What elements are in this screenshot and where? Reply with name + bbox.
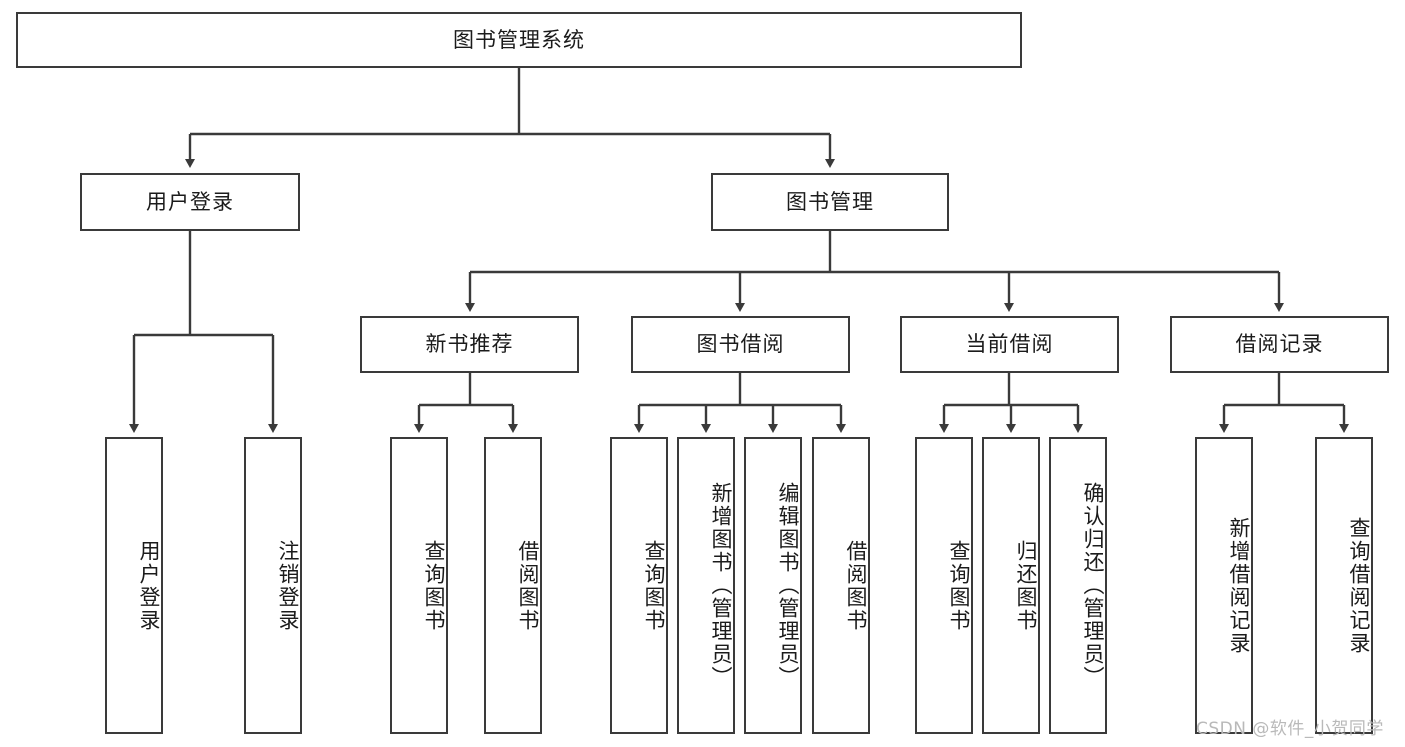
node-user-login[interactable]: 用户登录 xyxy=(80,173,300,231)
leaf-book-borrow-query-book[interactable]: 查询图书 xyxy=(610,437,668,734)
leaf-new-book-query-book[interactable]: 查询图书 xyxy=(390,437,448,734)
leaf-book-borrow-add-book-admin[interactable]: 新增图书（管理员） xyxy=(677,437,735,734)
node-label: 确认归还（管理员） xyxy=(1081,482,1105,689)
node-borrow-record[interactable]: 借阅记录 xyxy=(1170,316,1389,373)
node-label: 借阅图书 xyxy=(844,539,868,632)
node-book-management-system[interactable]: 图书管理系统 xyxy=(16,12,1022,68)
csdn-watermark: CSDN @软件_小贺同学 xyxy=(1196,719,1384,739)
leaf-borrow-record-query-record[interactable]: 查询借阅记录 xyxy=(1315,437,1373,734)
node-label: 图书管理 xyxy=(786,189,874,214)
node-label: 查询图书 xyxy=(642,539,666,632)
node-book-borrow[interactable]: 图书借阅 xyxy=(631,316,850,373)
node-label: 图书管理系统 xyxy=(453,27,585,52)
node-label: 新书推荐 xyxy=(425,332,514,357)
node-label: 归还图书 xyxy=(1014,539,1038,632)
node-label: 借阅图书 xyxy=(516,539,540,632)
node-label: 注销登录 xyxy=(276,539,300,632)
node-label: 编辑图书（管理员） xyxy=(776,482,800,689)
node-label: 查询图书 xyxy=(947,539,971,632)
leaf-user-login-signin[interactable]: 用户登录 xyxy=(105,437,163,734)
leaf-current-borrow-query-book[interactable]: 查询图书 xyxy=(915,437,973,734)
leaf-user-login-signout[interactable]: 注销登录 xyxy=(244,437,302,734)
leaf-current-borrow-confirm-return-admin[interactable]: 确认归还（管理员） xyxy=(1049,437,1107,734)
node-current-borrow[interactable]: 当前借阅 xyxy=(900,316,1119,373)
node-label: 当前借阅 xyxy=(965,332,1054,357)
leaf-new-book-borrow-book[interactable]: 借阅图书 xyxy=(484,437,542,734)
node-book-management[interactable]: 图书管理 xyxy=(711,173,949,231)
leaf-borrow-record-add-record[interactable]: 新增借阅记录 xyxy=(1195,437,1253,734)
node-label: 用户登录 xyxy=(146,189,234,214)
leaf-book-borrow-edit-book-admin[interactable]: 编辑图书（管理员） xyxy=(744,437,802,734)
node-new-book-recommend[interactable]: 新书推荐 xyxy=(360,316,579,373)
node-label: 新增借阅记录 xyxy=(1227,516,1251,655)
node-label: 新增图书（管理员） xyxy=(709,482,733,689)
node-label: 用户登录 xyxy=(137,539,161,632)
node-label: 查询图书 xyxy=(422,539,446,632)
node-label: 图书借阅 xyxy=(696,332,785,357)
leaf-book-borrow-borrow-book[interactable]: 借阅图书 xyxy=(812,437,870,734)
node-label: 借阅记录 xyxy=(1235,332,1324,357)
leaf-current-borrow-return-book[interactable]: 归还图书 xyxy=(982,437,1040,734)
node-label: 查询借阅记录 xyxy=(1347,516,1371,655)
